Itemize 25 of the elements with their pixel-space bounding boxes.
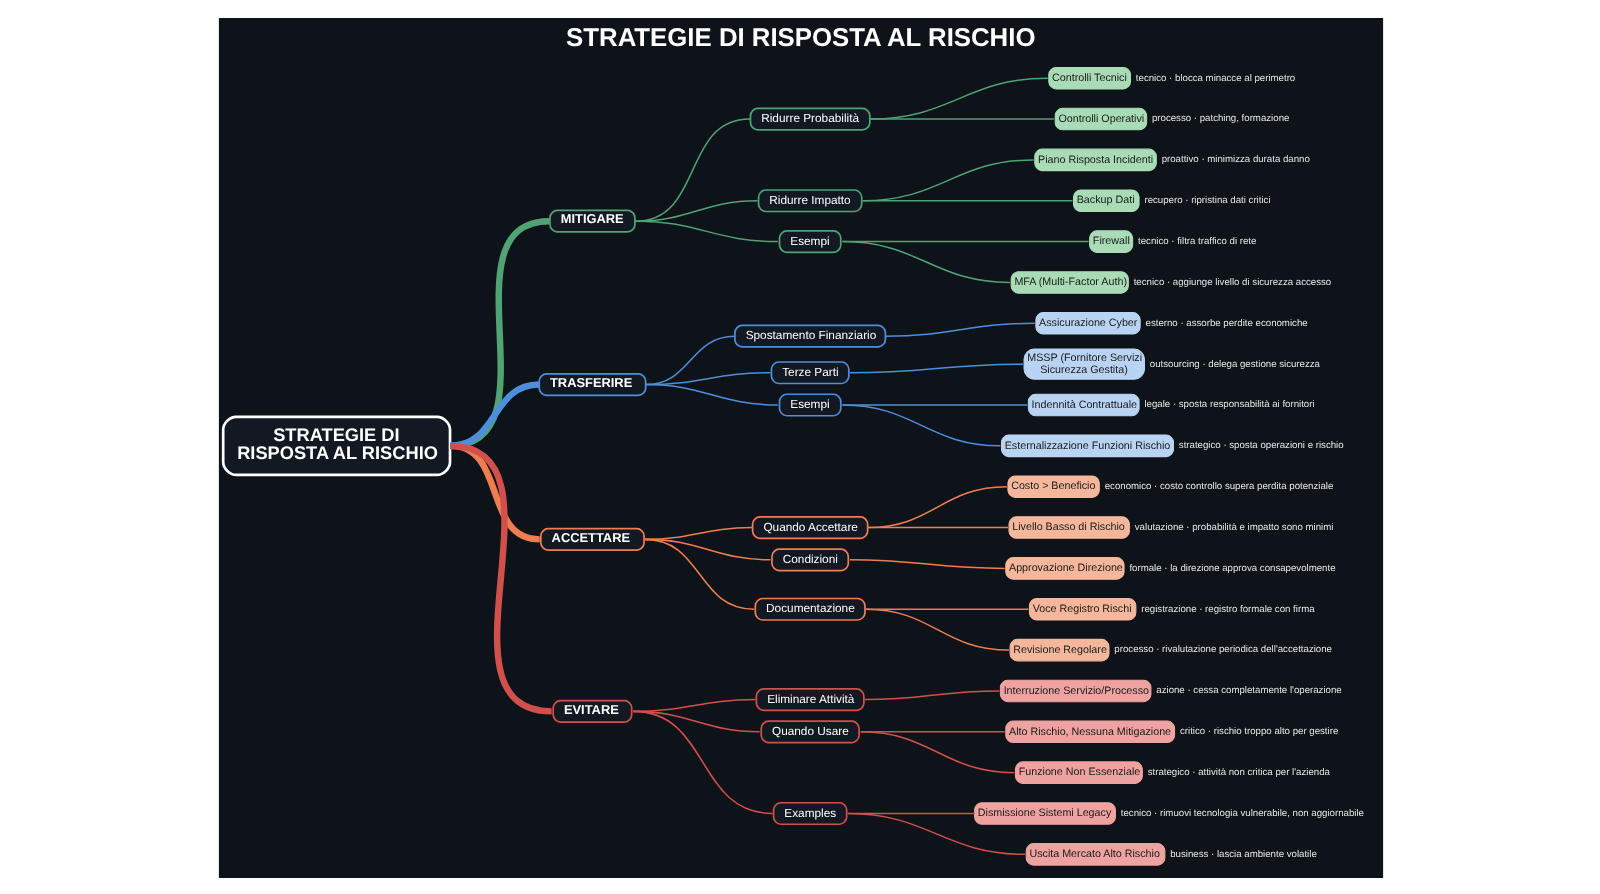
connector <box>633 219 778 242</box>
connector <box>864 607 1009 650</box>
connector <box>643 525 752 540</box>
connector <box>643 537 754 609</box>
connector <box>866 525 1008 528</box>
connector <box>631 697 756 712</box>
connector <box>864 607 1029 609</box>
connector <box>866 484 1007 528</box>
connector <box>861 199 1073 201</box>
connector <box>631 709 773 814</box>
connector <box>448 380 539 449</box>
diagram-title: STRATEGIE DI RISPOSTA AL RISCHIO <box>565 21 1035 52</box>
connector <box>846 811 1025 855</box>
connector <box>840 403 1001 446</box>
connector <box>448 217 550 448</box>
connector <box>883 321 1035 336</box>
connector <box>848 362 1023 373</box>
connector <box>863 689 1000 700</box>
connector <box>858 730 1015 773</box>
node-box: STRATEGIE DI RISPOSTA AL RISCHIO <box>220 414 451 476</box>
connector <box>868 117 1054 119</box>
connector <box>643 382 778 405</box>
connector <box>848 558 1005 569</box>
connector <box>448 441 552 714</box>
connector <box>840 239 1010 283</box>
